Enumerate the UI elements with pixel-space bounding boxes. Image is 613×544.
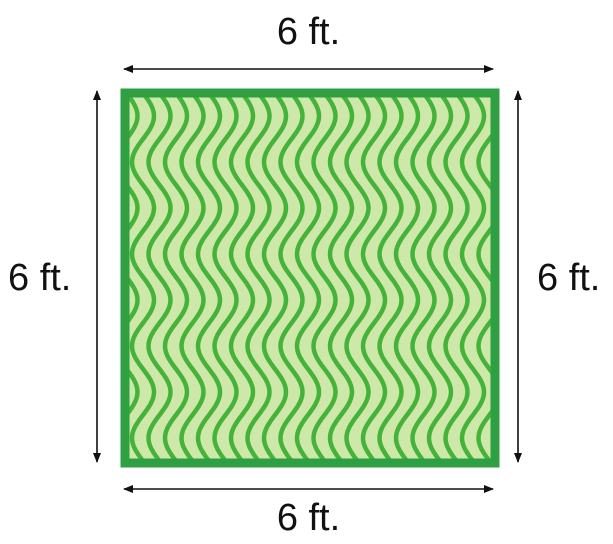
wave-line xyxy=(146,93,173,463)
wave-line xyxy=(311,93,338,463)
wave-line xyxy=(278,93,305,463)
wave-line xyxy=(393,93,421,463)
wave-line xyxy=(327,93,355,463)
bottom-dimension-label: 6 ft. xyxy=(276,497,341,539)
wave-line xyxy=(410,93,437,463)
wave-line xyxy=(294,93,322,463)
wave-line xyxy=(443,93,470,463)
wave-line xyxy=(426,93,454,463)
top-dimension-label: 6 ft. xyxy=(276,11,341,53)
square-border xyxy=(120,88,500,468)
wave-line xyxy=(162,93,190,463)
left-dimension-label: 6 ft. xyxy=(8,257,72,299)
wave-line xyxy=(245,93,272,463)
wave-line xyxy=(459,93,487,463)
right-dimension-label: 6 ft. xyxy=(537,257,601,299)
wave-line xyxy=(179,93,206,463)
wave-line xyxy=(360,93,388,463)
wave-line xyxy=(129,93,157,463)
wave-line xyxy=(344,93,371,463)
wave-line xyxy=(212,93,239,463)
wave-line xyxy=(228,93,256,463)
wave-line xyxy=(261,93,289,463)
wave-line xyxy=(195,93,223,463)
wave-line xyxy=(377,93,404,463)
wave-pattern xyxy=(99,83,495,473)
wave-line xyxy=(99,83,121,473)
